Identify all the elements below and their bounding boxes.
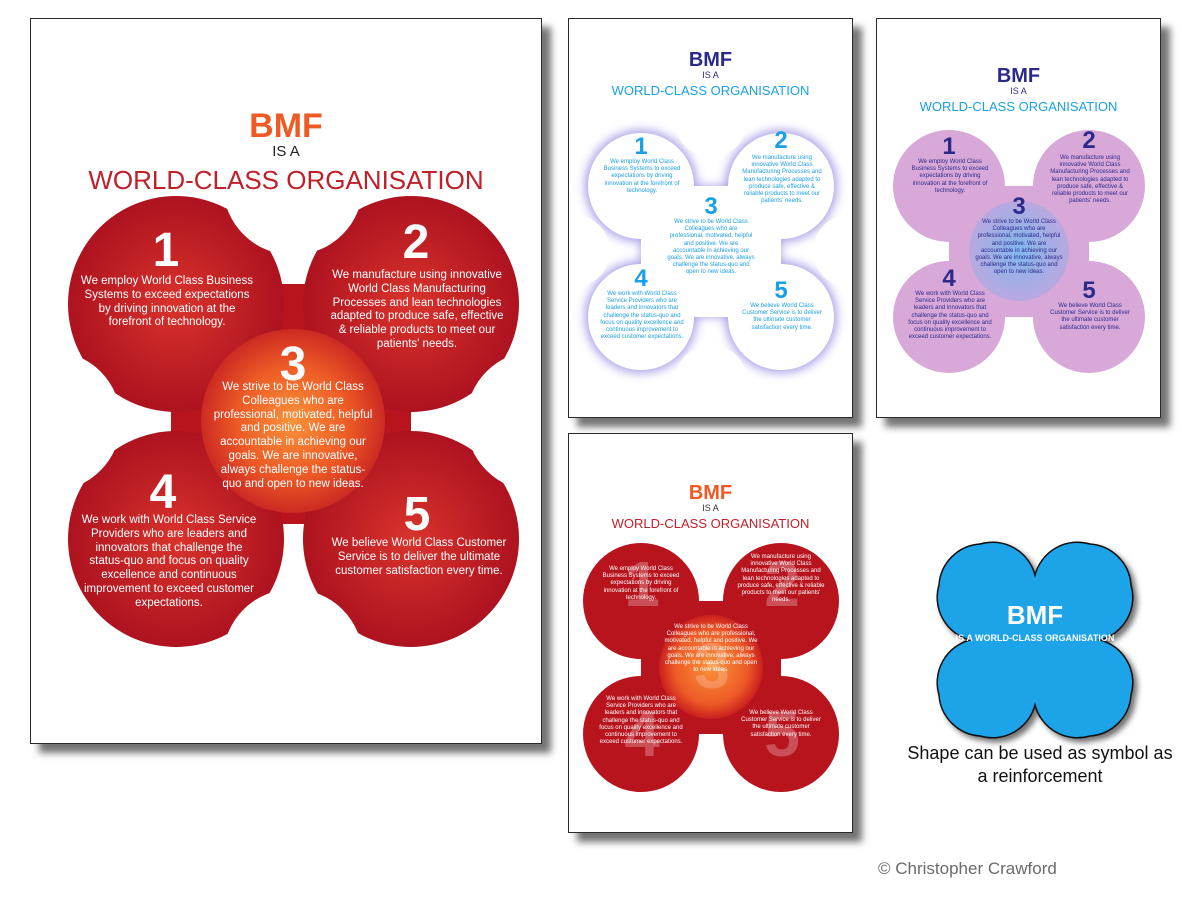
brand-title: BMF [688,482,733,504]
badge-tagline: IS A WORLD-CLASS ORGANISATION [955,633,1115,643]
pillar-text-5: We believe World Class Customer Service … [742,303,822,331]
badge-brand: BMF [1006,600,1064,630]
connector-text: IS A [1010,86,1027,96]
pillar-number-1: 1 [942,133,956,160]
pillar-number-2: 2 [774,127,788,154]
copyright-text: © Christopher Crawford [878,859,1057,878]
pillar-text-2: We manufacture using innovative World Cl… [1050,155,1130,205]
connector-text: IS A [272,143,300,160]
pillar-number-1: 1 [634,133,648,160]
page-title: WORLD-CLASS ORGANISATION [919,99,1118,114]
pillar-number-5: 5 [1082,277,1096,304]
pillar-text-5: We believe World Class Customer Service … [1050,303,1130,331]
pillar-number-3: 3 [704,193,718,220]
page-title: WORLD-CLASS ORGANISATION [611,83,810,98]
connector-text: IS A [702,70,719,80]
clover-shape-outline [569,85,852,417]
pillar-text-4: We work with World Class Service Provide… [908,291,992,341]
poster-red-small: BMF IS A WORLD-CLASS ORGANISATION 1 We e… [568,433,853,833]
pillar-number-5: 5 [403,488,431,541]
pillar-text-2: We manufacture using innovative World Cl… [737,554,825,604]
pillar-text-3: We strive to be World Class Colleagues w… [667,219,755,276]
pillar-number-3: 3 [694,630,730,702]
page-title: WORLD-CLASS ORGANISATION [88,165,484,195]
brand-title: BMF [996,65,1041,87]
pillar-number-4: 4 [149,466,177,519]
pillar-text-2: We manufacture using innovative World Cl… [742,155,822,205]
pillar-text-4: We work with World Class Service Provide… [600,291,684,341]
connector-text: IS A [702,503,719,513]
pillar-number-2: 2 [402,216,430,269]
brand-title: BMF [249,107,323,145]
badge-caption: Shape can be used as symbol as a reinfor… [907,743,1173,787]
pillar-number-3: 3 [1012,193,1026,220]
pillar-number-4: 4 [942,265,956,292]
clover-shape-red [31,115,541,729]
brand-title: BMF [688,49,733,71]
page-title: WORLD-CLASS ORGANISATION [611,516,810,531]
poster-red-large: BMF IS A WORLD-CLASS ORGANISATION 1 We e… [30,18,542,744]
pillar-number-2: 2 [764,548,800,620]
pillar-text-3: We strive to be World Class Colleagues w… [975,219,1063,276]
pillar-text-5: We believe World Class Customer Service … [741,710,821,738]
pillar-text-1: We employ World Class Business Systems t… [80,275,254,329]
poster-blue-outline: BMF IS A WORLD-CLASS ORGANISATION 1 We e… [568,18,853,418]
pillar-text-1: We employ World Class Business Systems t… [911,159,989,194]
pillar-text-3: We strive to be World Class Colleagues w… [664,624,758,674]
pillar-number-3: 3 [279,338,307,391]
pillar-text-4: We work with World Class Service Provide… [599,696,683,746]
poster-lilac: BMF IS A WORLD-CLASS ORGANISATION 1 We e… [876,18,1161,418]
pillar-number-4: 4 [634,265,648,292]
pillar-number-1: 1 [624,548,660,620]
pillar-number-5: 5 [764,698,800,770]
clover-shape-lilac [877,85,1160,417]
clover-shape-red-small [569,498,852,832]
pillar-text-1: We employ World Class Business Systems t… [603,159,681,194]
pillar-text-4: We work with World Class Service Provide… [81,514,257,609]
pillar-text-2: We manufacture using innovative World Cl… [330,269,504,350]
pillar-number-1: 1 [152,224,180,277]
pillar-text-1: We employ World Class Business Systems t… [602,566,680,601]
pillar-number-4: 4 [624,698,660,770]
pillar-number-5: 5 [774,277,788,304]
pillar-number-2: 2 [1082,127,1096,154]
pillar-text-5: We believe World Class Customer Service … [331,537,507,577]
pillar-text-3: We strive to be World Class Colleagues w… [213,381,373,490]
clover-shape-icon [936,541,1134,739]
